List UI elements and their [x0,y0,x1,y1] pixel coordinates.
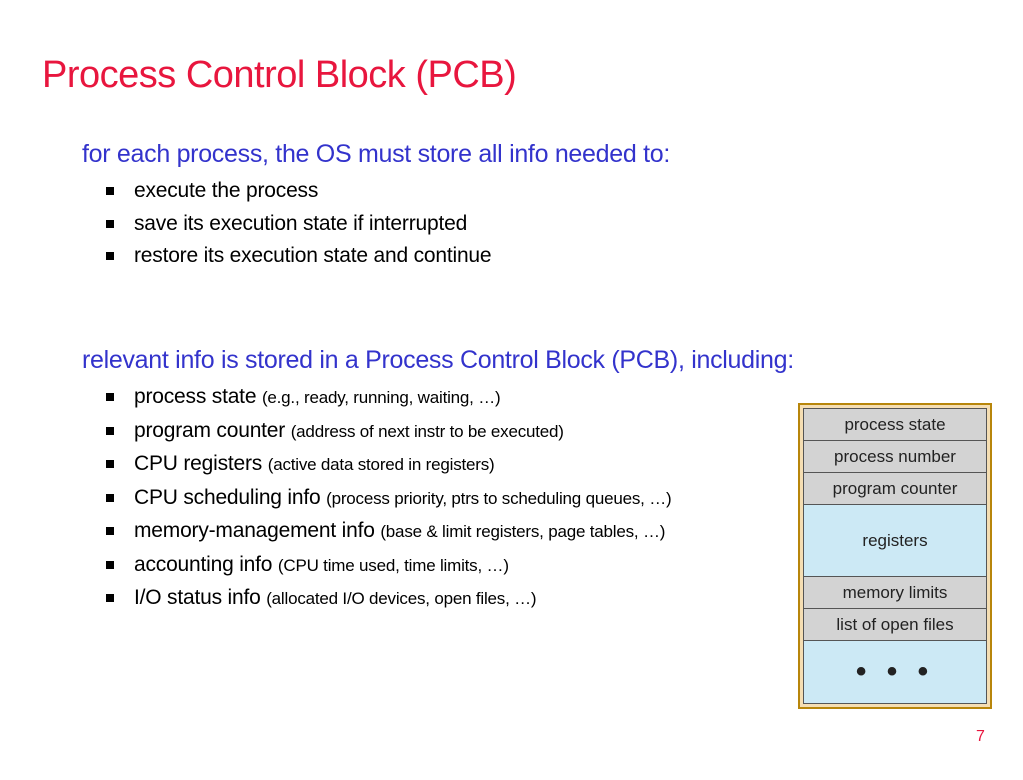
bullet-main-text: I/O status info [134,586,267,609]
pcb-row-memory-limits: memory limits [804,577,986,609]
square-bullet-icon [106,252,114,260]
list-item: restore its execution state and continue [106,240,670,273]
pcb-row-ellipsis: • • • [804,641,986,703]
list-item: accounting info (CPU time used, time lim… [106,549,794,583]
pcb-row-registers: registers [804,505,986,577]
bullet-detail-text: (allocated I/O devices, open files, …) [266,589,537,608]
square-bullet-icon [106,527,114,535]
pcb-row-program-counter: program counter [804,473,986,505]
list-item: I/O status info (allocated I/O devices, … [106,582,794,616]
bullet-main-text: save its execution state if interrupted [134,211,468,235]
list-item: CPU registers (active data stored in reg… [106,448,794,482]
bullet-main-text: accounting info [134,552,278,576]
pcb-table: process state process number program cou… [803,408,987,704]
list-item: program counter (address of next instr t… [106,415,794,449]
section-pcb-info: relevant info is stored in a Process Con… [82,346,794,616]
bullet-detail-text: (active data stored in registers) [267,455,495,474]
page-number: 7 [976,728,985,745]
pcb-row-process-number: process number [804,441,986,473]
bullet-detail-text: (process priority, ptrs to scheduling qu… [326,488,672,508]
square-bullet-icon [106,594,114,602]
bullet-main-text: memory-management info [134,519,381,542]
bullet-detail-text: (CPU time used, time limits, …) [277,555,509,575]
pcb-row-open-files: list of open files [804,609,986,641]
bullet-detail-text: (e.g., ready, running, waiting, …) [261,388,501,407]
bullet-main-text: CPU registers [134,452,268,475]
list-item: memory-management info (base & limit reg… [106,515,794,549]
square-bullet-icon [106,219,114,228]
bullet-main-text: CPU scheduling info [134,485,327,509]
square-bullet-icon [106,493,114,502]
list-item: execute the process [106,175,670,208]
list-item: process state (e.g., ready, running, wai… [106,381,794,415]
pcb-row-process-state: process state [804,409,986,441]
bullet-main-text: program counter [134,418,291,442]
list-item: save its execution state if interrupted [106,208,670,241]
square-bullet-icon [106,426,114,435]
bullet-list: execute the process save its execution s… [82,175,670,273]
bullet-list: process state (e.g., ready, running, wai… [82,381,794,616]
bullet-main-text: execute the process [134,179,319,202]
section-heading: for each process, the OS must store all … [82,140,670,168]
list-item: CPU scheduling info (process priority, p… [106,482,794,516]
square-bullet-icon [106,560,114,569]
slide-title: Process Control Block (PCB) [42,54,517,96]
pcb-diagram: process state process number program cou… [798,403,992,709]
bullet-main-text: process state [134,385,262,408]
bullet-detail-text: (address of next instr to be executed) [290,421,564,441]
section-heading: relevant info is stored in a Process Con… [82,346,794,374]
square-bullet-icon [106,460,114,468]
bullet-main-text: restore its execution state and continue [134,244,492,267]
square-bullet-icon [106,393,114,401]
bullet-detail-text: (base & limit registers, page tables, …) [380,522,666,541]
square-bullet-icon [106,187,114,195]
section-store-info: for each process, the OS must store all … [82,140,670,273]
